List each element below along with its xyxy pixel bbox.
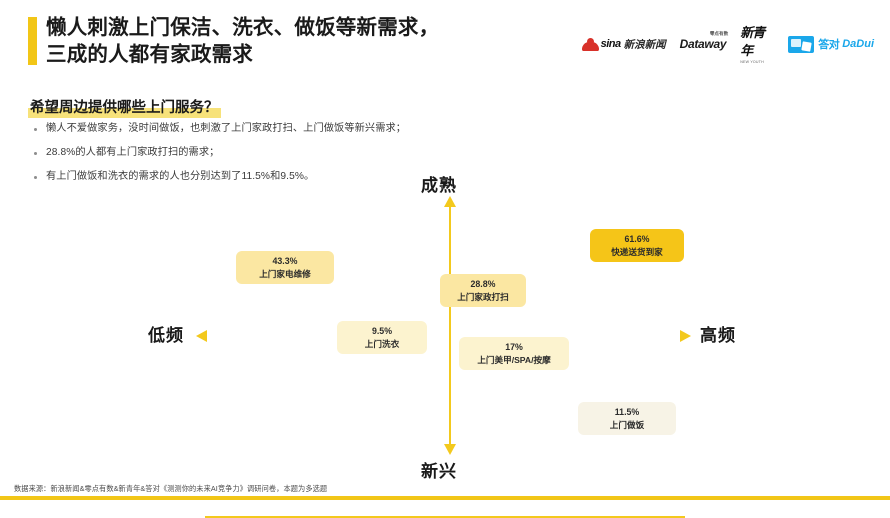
bullet-list: 懒人不爱做家务，没时间做饭，也刺激了上门家政打扫、上门做饭等新兴需求； 28.8… [32, 122, 552, 194]
data-node-label: 上门美甲/SPA/按摩 [477, 354, 551, 365]
axis-arrow-down-icon [444, 444, 456, 455]
sina-eye-icon [581, 37, 599, 51]
data-node-label: 上门家政打扫 [457, 291, 509, 302]
sina-logo-word: sina [600, 38, 622, 50]
xinqingnian-logo-cn: 新青年 [740, 24, 765, 58]
page-title-line2: 三成的人都有家政需求 [46, 43, 253, 66]
data-node-value: 61.6% [624, 234, 650, 244]
page-header: 懒人刺激上门保洁、洗衣、做饭等新需求， 三成的人都有家政需求 sina 新浪新闻… [0, 0, 890, 78]
xinqingnian-logo-sub: NEW YOUTH [740, 59, 764, 64]
data-node-value: 11.5% [614, 407, 640, 417]
data-node-label: 上门洗衣 [364, 338, 400, 349]
axis-arrow-up-icon [444, 196, 456, 207]
data-node-label: 快递送货到家 [611, 246, 663, 257]
data-node-value: 43.3% [272, 256, 298, 266]
sina-logo: sina 新浪新闻 [581, 33, 666, 55]
axis-arrow-right-icon [680, 330, 691, 342]
slide-page: 懒人刺激上门保洁、洗衣、做饭等新需求， 三成的人都有家政需求 sina 新浪新闻… [0, 0, 890, 500]
page-title-line1: 懒人刺激上门保洁、洗衣、做饭等新需求， [46, 16, 440, 39]
dataway-logo: Dataway 零点有数 [679, 31, 729, 55]
data-node-value: 9.5% [371, 326, 393, 336]
quadrant-chart: 成熟 新兴 低频 高频 61.6% 快递送货到家 43.3% 上门家电维修 28… [0, 176, 890, 518]
list-item: 懒人不爱做家务，没时间做饭，也刺激了上门家政打扫、上门做饭等新兴需求； [32, 122, 552, 136]
dataway-logo-cn: 零点有数 [709, 31, 729, 36]
dadui-mark-icon [788, 35, 815, 53]
axis-label-left: 低频 [148, 326, 184, 345]
logo-bar: sina 新浪新闻 Dataway 零点有数 新青年 NEW YOUTH 答对 … [581, 26, 874, 64]
data-node-xiyi[interactable]: 9.5% 上门洗衣 [337, 321, 427, 355]
axis-arrow-left-icon [196, 330, 207, 342]
dataway-logo-word: Dataway 零点有数 [679, 31, 729, 51]
data-node-value: 17% [505, 342, 523, 352]
vertical-axis [449, 205, 451, 450]
source-note: 数据来源：新浪新闻&零点有数&新青年&答对《测测你的未来AI竞争力》调研问卷，本… [14, 484, 328, 493]
page-title: 懒人刺激上门保洁、洗衣、做饭等新需求， 三成的人都有家政需求 [46, 14, 646, 68]
data-node-value: 28.8% [470, 279, 496, 289]
data-node-label: 上门做饭 [609, 419, 645, 430]
axis-label-bottom: 新兴 [421, 462, 457, 481]
section-subheading: 希望周边提供哪些上门服务？ [28, 96, 221, 118]
footer-accent-line [0, 496, 890, 500]
dadui-logo-word: DaDui [842, 38, 874, 50]
data-node-jiazheng-dasao[interactable]: 28.8% 上门家政打扫 [440, 274, 526, 308]
data-node-jiadian-weixiu[interactable]: 43.3% 上门家电维修 [236, 251, 334, 285]
dadui-logo: 答对 DaDui [788, 33, 874, 55]
data-node-meijia-spa[interactable]: 17% 上门美甲/SPA/按摩 [459, 337, 569, 371]
title-accent-bar [28, 17, 37, 65]
sina-logo-cn: 新浪新闻 [623, 38, 666, 51]
list-item: 有上门做饭和洗衣的需求的人也分别达到了11.5%和9.5%。 [32, 170, 552, 184]
axis-label-right: 高频 [700, 326, 736, 345]
data-node-zuofan[interactable]: 11.5% 上门做饭 [578, 402, 676, 436]
data-node-label: 上门家电维修 [259, 268, 311, 279]
xinqingnian-logo: 新青年 NEW YOUTH [740, 26, 774, 64]
data-node-kuaidi[interactable]: 61.6% 快递送货到家 [590, 229, 684, 263]
dadui-logo-cn: 答对 [818, 39, 840, 51]
list-item: 28.8%的人都有上门家政打扫的需求； [32, 146, 552, 160]
axis-label-top: 成熟 [421, 176, 457, 195]
